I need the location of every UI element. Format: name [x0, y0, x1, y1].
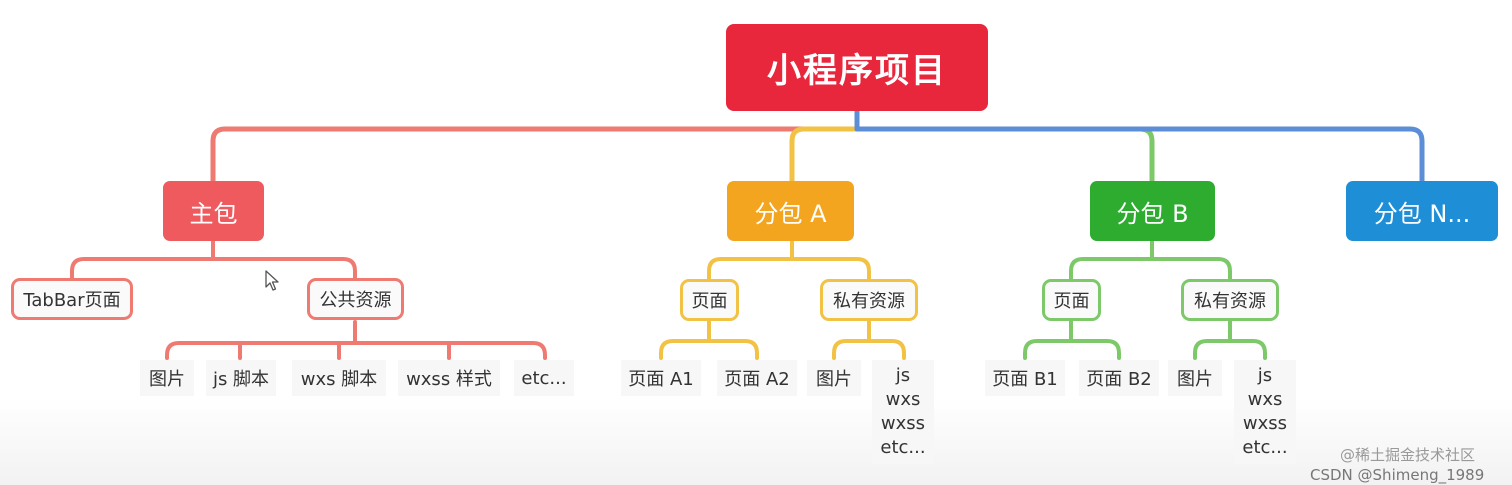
stack-item: js	[895, 365, 911, 386]
page-b2-leaf: 页面 B2	[1079, 360, 1159, 396]
subpackage-b-pages-node: 页面	[1042, 279, 1101, 321]
subpackage-a-image-leaf: 图片	[807, 360, 861, 396]
subpackage-a-script-stack: js wxs wxss etc...	[872, 360, 934, 464]
leaf-etc: etc...	[514, 360, 574, 396]
stack-item: wxss	[880, 413, 926, 434]
stack-item: wxss	[1242, 413, 1288, 434]
root-node: 小程序项目	[726, 24, 988, 111]
page-a1-leaf: 页面 A1	[621, 360, 701, 396]
main-package-node: 主包	[163, 181, 264, 241]
subpackage-a-node: 分包 A	[727, 181, 854, 241]
subpackage-b-script-stack: js wxs wxss etc...	[1234, 360, 1296, 464]
subpackage-a-pages-node: 页面	[680, 279, 739, 321]
watermark: @稀土掘金技术社区 CSDN @Shimeng_1989	[1310, 445, 1510, 485]
tabbar-pages-node: TabBar页面	[11, 278, 133, 320]
leaf-js-script: js 脚本	[206, 360, 276, 396]
subpackage-b-node: 分包 B	[1090, 181, 1215, 241]
subpackage-n-node: 分包 N...	[1346, 181, 1498, 241]
page-a2-leaf: 页面 A2	[717, 360, 797, 396]
page-b1-leaf: 页面 B1	[985, 360, 1065, 396]
leaf-wxss-style: wxss 样式	[398, 360, 500, 396]
watermark-line-1: @稀土掘金技术社区	[1340, 446, 1476, 464]
stack-item: wxs	[885, 389, 921, 410]
subpackage-a-private-resources-node: 私有资源	[820, 279, 918, 321]
leaf-wxs-script: wxs 脚本	[292, 360, 386, 396]
subpackage-b-private-resources-node: 私有资源	[1181, 279, 1279, 321]
watermark-line-2: CSDN @Shimeng_1989	[1310, 466, 1485, 484]
stack-item: js	[1257, 365, 1273, 386]
subpackage-b-image-leaf: 图片	[1168, 360, 1222, 396]
mouse-pointer-icon	[265, 270, 279, 291]
leaf-image: 图片	[140, 360, 194, 396]
stack-item: wxs	[1247, 389, 1283, 410]
stack-item: etc...	[1242, 437, 1288, 458]
stack-item: etc...	[880, 437, 926, 458]
common-resources-node: 公共资源	[307, 278, 404, 320]
